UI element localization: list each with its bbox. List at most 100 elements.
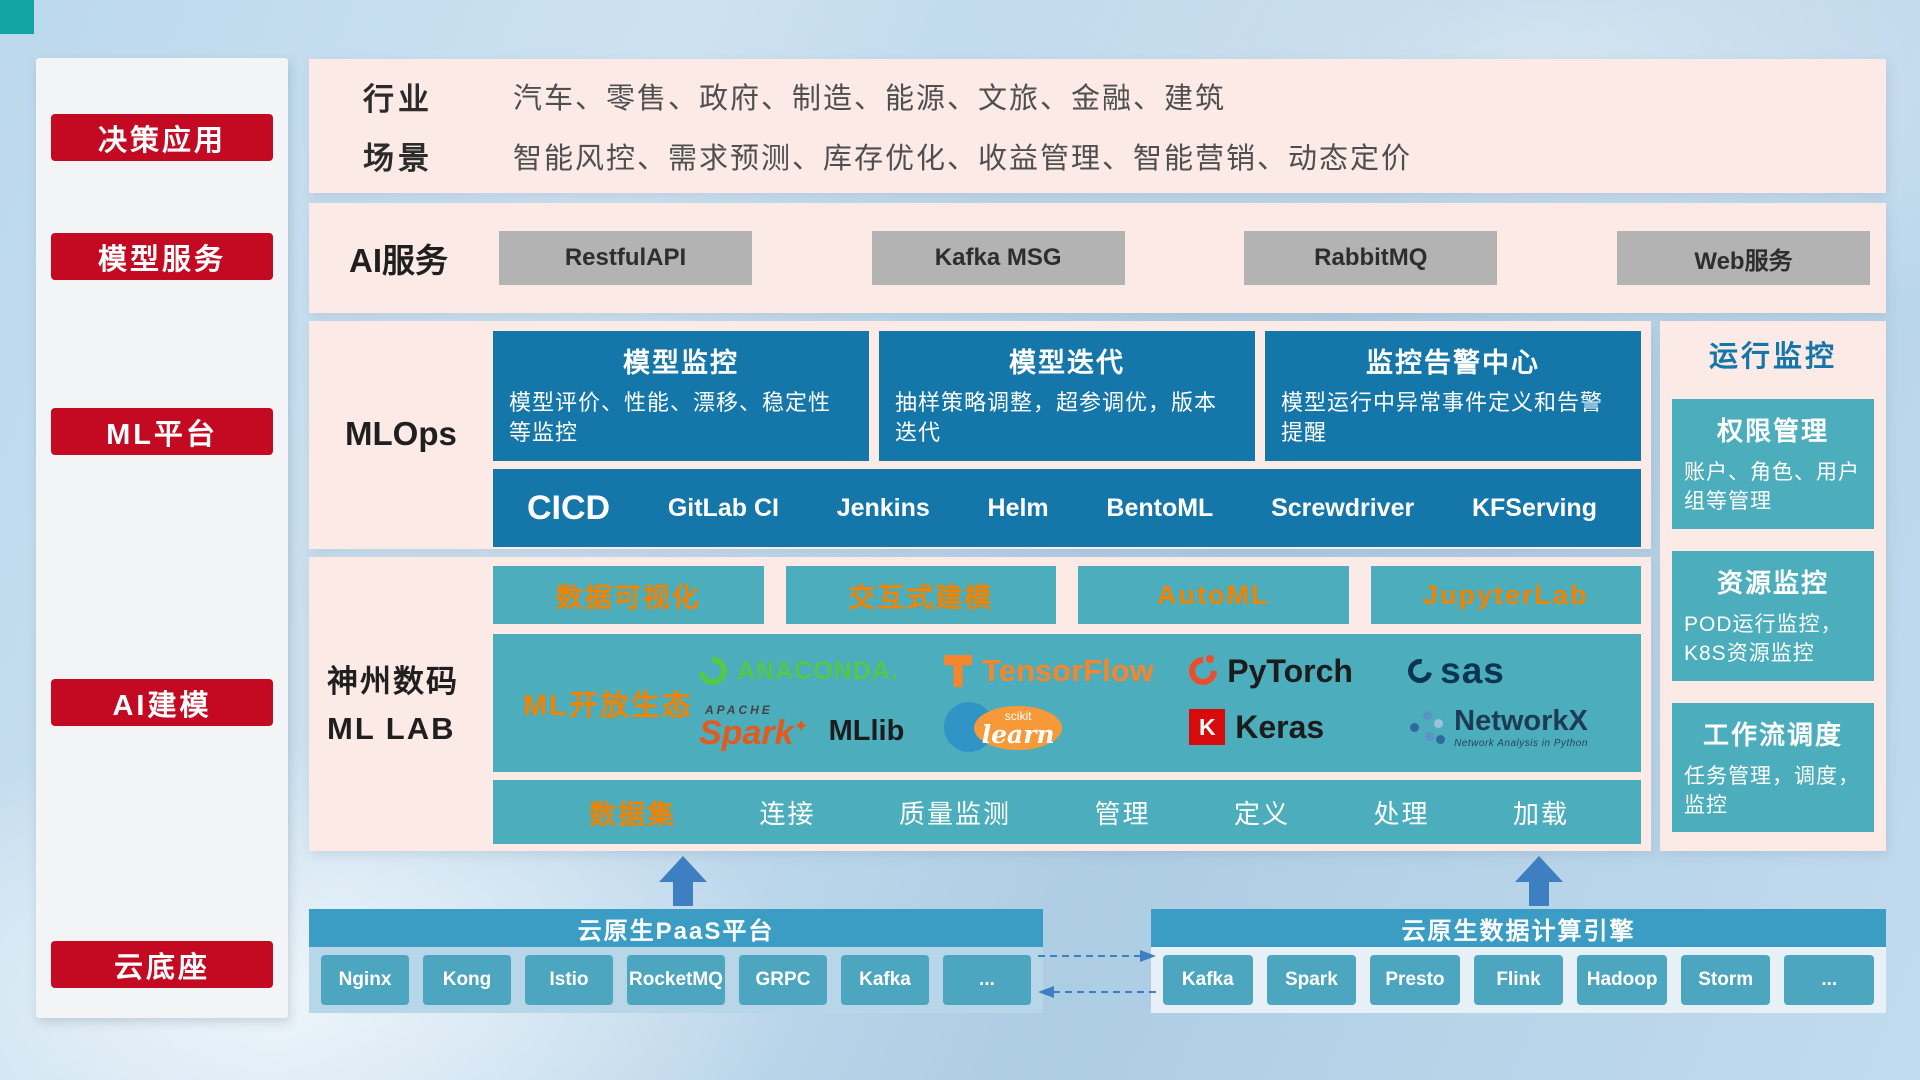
scikit-blob: scikit learn — [974, 706, 1063, 750]
permission-management-card: 权限管理 账户、角色、用户组等管理 — [1672, 399, 1874, 529]
ai-service-panel: AI服务 RestfulAPI Kafka MSG RabbitMQ Web服务 — [309, 203, 1886, 313]
alert-center-card: 监控告警中心 模型运行中异常事件定义和告警提醒 — [1265, 331, 1641, 461]
ai-service-label: AI服务 — [349, 242, 448, 279]
up-arrow-icon-right — [1515, 856, 1563, 906]
service-button-restfulapi[interactable]: RestfulAPI — [499, 231, 752, 285]
industry-row: 行业 汽车、零售、政府、制造、能源、文旅、金融、建筑 — [363, 74, 1886, 119]
card-desc: 模型评价、性能、漂移、稳定性等监控 — [509, 390, 832, 445]
chip-rocketmq[interactable]: RocketMQ — [627, 955, 725, 1005]
card-title: 工作流调度 — [1702, 719, 1843, 750]
dataset-item-process: 处理 — [1373, 798, 1430, 829]
chip-flink[interactable]: Flink — [1473, 955, 1564, 1005]
industry-scenario-panel: 行业 汽车、零售、政府、制造、能源、文旅、金融、建筑 场景 智能风控、需求预测、… — [309, 59, 1886, 193]
tool-interactive-modeling[interactable]: 交互式建模 — [785, 566, 1056, 624]
ecosystem-label: ML开放生态 — [523, 690, 693, 722]
chip-kong[interactable]: Kong — [423, 955, 511, 1005]
spark-mllib-logo: APACHE Spark MLlib — [699, 704, 944, 750]
card-desc: 账户、角色、用户组等管理 — [1684, 461, 1860, 514]
pytorch-text: PyTorch — [1227, 652, 1353, 689]
monitoring-title: 运行监控 — [1708, 341, 1837, 373]
keras-k-icon: K — [1189, 709, 1226, 745]
chip-presto[interactable]: Presto — [1370, 955, 1460, 1005]
service-button-web[interactable]: Web服务 — [1616, 231, 1870, 285]
chip-spark[interactable]: Spark — [1266, 955, 1357, 1005]
chip-more[interactable]: ... — [942, 955, 1031, 1005]
service-button-rabbitmq[interactable]: RabbitMQ — [1244, 231, 1498, 285]
tool-data-visualization[interactable]: 数据可视化 — [493, 566, 764, 624]
dataset-label: 数据集 — [589, 799, 676, 830]
chip-grpc[interactable]: GRPC — [738, 955, 827, 1005]
model-monitoring-card: 模型监控 模型评价、性能、漂移、稳定性等监控 — [493, 331, 869, 461]
spark-text: Spark — [699, 716, 809, 750]
card-title: 资源监控 — [1716, 567, 1829, 598]
engine-items: Kafka Spark Presto Flink Hadoop Storm ..… — [1151, 947, 1886, 1013]
dataset-bar: 数据集 连接 质量监测 管理 定义 处理 加载 — [493, 780, 1641, 844]
sidebar-item-cloud-base[interactable]: 云底座 — [51, 941, 273, 988]
up-arrow-icon-left — [659, 856, 707, 906]
scenario-value: 智能风控、需求预测、库存优化、收益管理、智能营销、动态定价 — [513, 142, 1413, 175]
chip-storm[interactable]: Storm — [1680, 955, 1771, 1005]
monitoring-panel: 运行监控 权限管理 账户、角色、用户组等管理 资源监控 POD运行监控，K8S资… — [1660, 321, 1886, 851]
pytorch-logo: PyTorch — [1189, 653, 1408, 690]
tensorflow-logo: TensorFlow — [944, 653, 1189, 689]
tensorflow-text: TensorFlow — [982, 653, 1154, 688]
dataset-item-load: 加载 — [1512, 798, 1569, 829]
chip-kafka[interactable]: Kafka — [840, 955, 929, 1005]
cicd-tool-kfserving: KFServing — [1471, 493, 1597, 522]
dataset-item-manage: 管理 — [1094, 798, 1151, 829]
card-title: 权限管理 — [1716, 416, 1829, 446]
chip-nginx[interactable]: Nginx — [321, 955, 409, 1005]
paas-items: Nginx Kong Istio RocketMQ GRPC Kafka ... — [309, 947, 1043, 1013]
card-title: 监控告警中心 — [1366, 348, 1540, 378]
scenario-row: 场景 智能风控、需求预测、库存优化、收益管理、智能营销、动态定价 — [363, 133, 1886, 178]
card-desc: 模型运行中异常事件定义和告警提醒 — [1281, 390, 1604, 445]
chip-more[interactable]: ... — [1784, 955, 1875, 1005]
mlops-label: MLOps — [345, 415, 457, 452]
sas-text: sas — [1440, 650, 1505, 691]
ml-ecosystem-box: ML开放生态 ANACONDA. TensorFlow PyTorch sas — [493, 634, 1641, 772]
tool-jupyterlab[interactable]: JupyterLab — [1370, 566, 1641, 624]
workflow-scheduling-card: 工作流调度 任务管理，调度，监控 — [1672, 702, 1874, 833]
sidebar-item-model-service[interactable]: 模型服务 — [51, 233, 273, 280]
mllab-panel: 神州数码 ML LAB 数据可视化 交互式建模 AutoML JupyterLa… — [309, 557, 1651, 851]
industry-label: 行业 — [363, 81, 433, 117]
mllib-text: MLlib — [828, 715, 905, 747]
sidebar-item-ml-platform[interactable]: ML平台 — [51, 408, 273, 455]
scikit-learn-logo: scikit learn — [944, 698, 1189, 756]
mlops-panel: MLOps 模型监控 模型评价、性能、漂移、稳定性等监控 模型迭代 抽样策略调整… — [309, 321, 1651, 549]
apache-text: APACHE — [705, 703, 773, 717]
mlops-cards: 模型监控 模型评价、性能、漂移、稳定性等监控 模型迭代 抽样策略调整，超参调优，… — [493, 331, 1641, 461]
networkx-text: NetworkX — [1454, 704, 1588, 737]
service-buttons: RestfulAPI Kafka MSG RabbitMQ Web服务 — [499, 231, 1870, 285]
networkx-logo: NetworkX Network Analysis in Python — [1408, 705, 1627, 750]
left-nav: 决策应用 模型服务 ML平台 AI建模 云底座 — [36, 58, 288, 1018]
sidebar-item-decision-app[interactable]: 决策应用 — [51, 114, 273, 161]
chip-istio[interactable]: Istio — [525, 955, 613, 1005]
sas-swoosh-icon — [1403, 654, 1437, 688]
anaconda-text: ANACONDA. — [737, 656, 899, 685]
card-desc: 抽样策略调整，超参调优，版本迭代 — [895, 390, 1218, 445]
card-desc: POD运行监控，K8S资源监控 — [1684, 612, 1843, 666]
resource-monitoring-card: 资源监控 POD运行监控，K8S资源监控 — [1672, 550, 1874, 681]
chip-kafka[interactable]: Kafka — [1163, 955, 1253, 1005]
industry-value: 汽车、零售、政府、制造、能源、文旅、金融、建筑 — [513, 83, 1227, 116]
mllab-label-line2: ML LAB — [327, 710, 456, 746]
sidebar-item-ai-modeling[interactable]: AI建模 — [51, 679, 273, 726]
arrow-head — [659, 856, 707, 882]
chip-hadoop[interactable]: Hadoop — [1577, 955, 1667, 1005]
tool-automl[interactable]: AutoML — [1078, 566, 1349, 624]
tensorflow-icon — [944, 655, 973, 687]
arrow-stem — [1529, 882, 1549, 906]
service-button-kafka-msg[interactable]: Kafka MSG — [871, 231, 1125, 285]
networkx-stack: NetworkX Network Analysis in Python — [1454, 705, 1588, 750]
spark-stack: APACHE Spark — [699, 704, 809, 750]
dataset-item-quality: 质量监测 — [898, 798, 1011, 829]
cicd-bar: CICD GitLab CI Jenkins Helm BentoML Scre… — [493, 469, 1641, 547]
mllab-tools: 数据可视化 交互式建模 AutoML JupyterLab — [493, 566, 1641, 624]
cicd-tool-bentoml: BentoML — [1106, 493, 1214, 522]
card-title: 模型监控 — [623, 348, 739, 378]
ecosystem-logos: ANACONDA. TensorFlow PyTorch sas APACHE — [693, 650, 1641, 756]
networkx-nodes-icon — [1408, 709, 1444, 745]
keras-logo: K Keras — [1189, 709, 1408, 746]
